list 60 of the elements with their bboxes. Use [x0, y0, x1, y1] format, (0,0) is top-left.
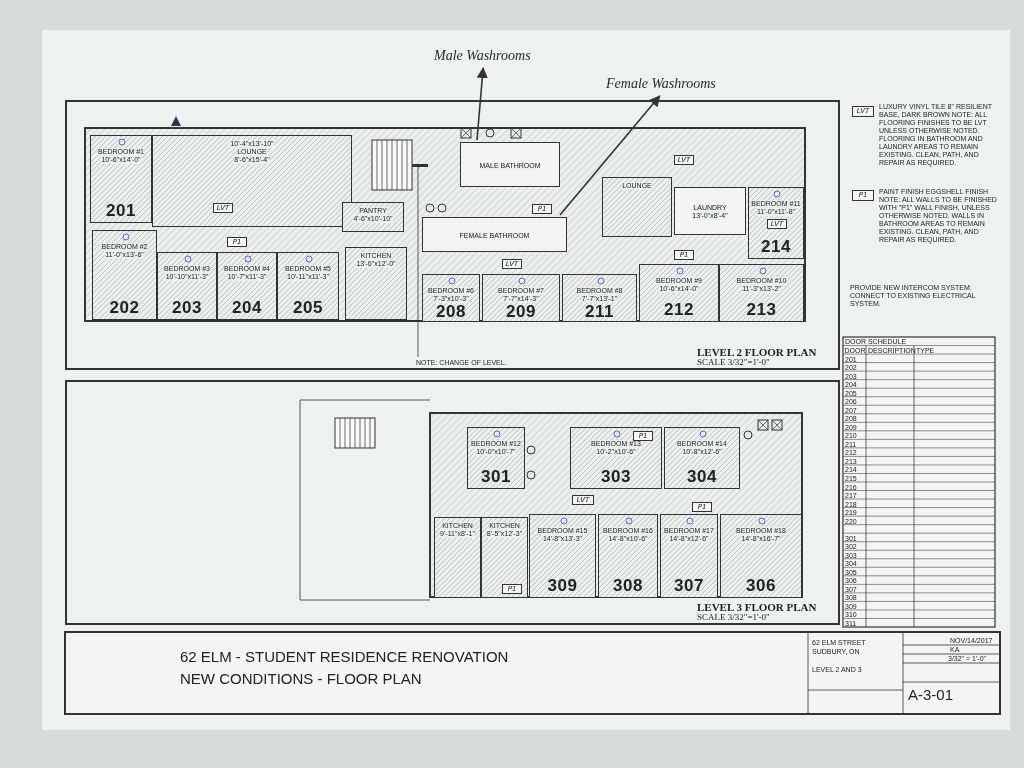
bedroom: [639, 264, 719, 322]
bedroom: [92, 230, 157, 320]
room-number: 201: [106, 202, 136, 220]
room-number: 209: [506, 303, 536, 321]
handwritten-note: Female Washrooms: [606, 76, 730, 96]
washroom-area: [422, 217, 567, 252]
room: [602, 177, 672, 237]
bedroom: [157, 252, 217, 320]
room: [481, 517, 528, 598]
bedroom: [748, 187, 804, 259]
drawing-subtitle: NEW CONDITIONS - FLOOR PLAN: [180, 670, 422, 687]
handwritten-note: Male Washrooms: [434, 48, 534, 68]
arrow: [559, 95, 661, 216]
floor-plan-panel: [65, 100, 840, 370]
scale-note: SCALE 3/32"=1'-0": [697, 357, 770, 367]
washroom-area: [674, 187, 746, 235]
room-number: 205: [293, 299, 323, 317]
room-number: 301: [481, 468, 511, 486]
bedroom: [90, 135, 152, 223]
washroom-area: [460, 142, 560, 187]
room: [342, 202, 404, 232]
plan-title: LEVEL 3 FLOOR PLAN: [697, 601, 817, 613]
room: [434, 517, 481, 598]
bedroom: [719, 264, 804, 322]
bedroom: [562, 274, 637, 322]
room-number: 203: [172, 299, 202, 317]
room-number: 303: [601, 468, 631, 486]
bedroom: [570, 427, 662, 489]
room-number: 309: [547, 577, 578, 595]
bedroom: [664, 427, 740, 489]
bedroom: [467, 427, 525, 489]
room-number: 211: [585, 303, 614, 321]
room-number: 208: [436, 303, 466, 321]
room-number: 304: [687, 468, 717, 486]
room: [152, 135, 352, 227]
room-number: 204: [232, 299, 262, 317]
plan-title: LEVEL 2 FLOOR PLAN: [697, 346, 817, 358]
room: [345, 247, 407, 320]
room-number: 306: [746, 577, 776, 595]
drawing-title: 62 ELM - STUDENT RESIDENCE RENOVATION: [180, 648, 509, 665]
scale-note: SCALE 3/32"=1'-0": [697, 612, 770, 622]
bedroom: [720, 514, 802, 598]
arrow: [476, 66, 488, 141]
bar-shape: [412, 164, 428, 167]
room-number: 213: [746, 301, 777, 319]
room-number: 307: [674, 577, 704, 595]
room-number: 308: [613, 577, 643, 595]
bedroom: [660, 514, 718, 598]
bedroom: [277, 252, 339, 320]
room-number: 214: [761, 238, 791, 256]
bedroom: [529, 514, 596, 598]
bedroom: [482, 274, 560, 322]
room-number: 212: [664, 301, 694, 319]
floor-plan-panel: [65, 380, 840, 625]
leader-line: [417, 164, 419, 358]
bedroom: [422, 274, 480, 322]
sheet-number: A-3-01: [908, 686, 954, 703]
bedroom: [598, 514, 658, 598]
room-number: 202: [109, 299, 140, 317]
bedroom: [217, 252, 277, 320]
